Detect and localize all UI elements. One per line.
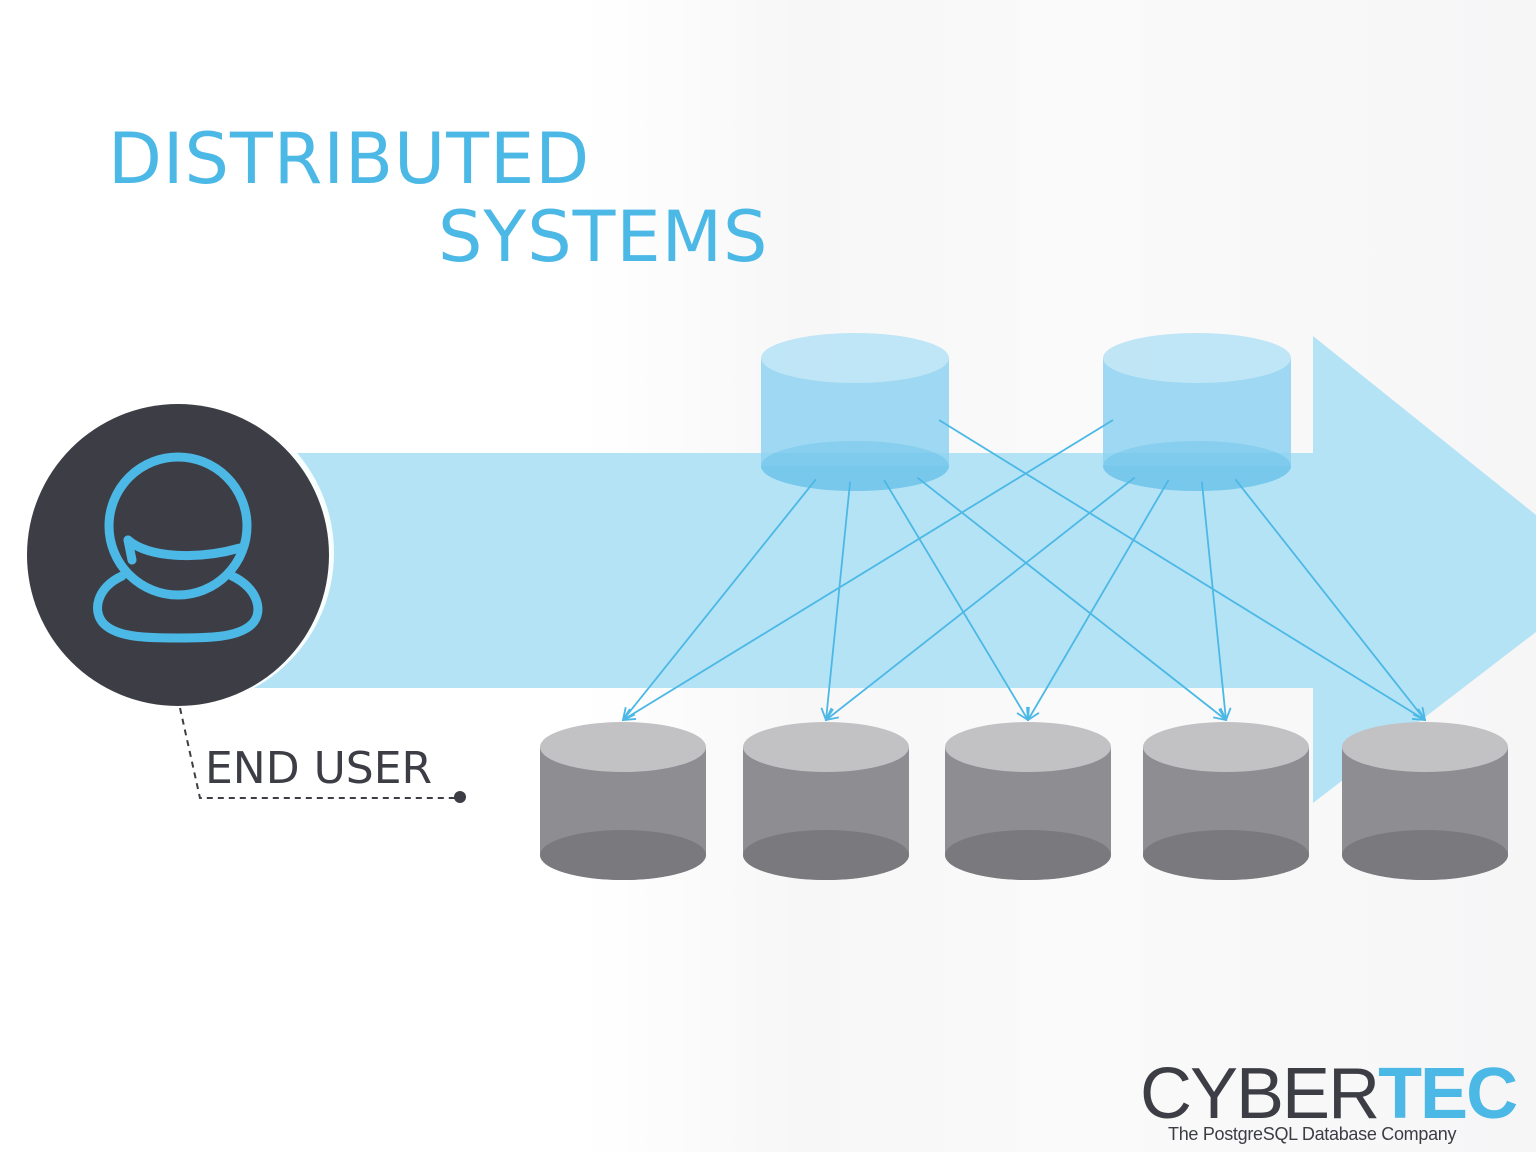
connection-coordinator-1-to-worker-5 (938, 419, 1425, 720)
user-icon (93, 452, 263, 643)
connection-lines (623, 419, 1425, 720)
callout-leader-line (179, 707, 460, 799)
connection-coordinator-2-to-worker-2 (826, 476, 1136, 720)
callout-dot (454, 791, 466, 803)
coordinator-1 (761, 333, 949, 491)
logo-wordmark: CYBERTEC (1140, 1058, 1518, 1130)
connection-coordinator-2-to-worker-5 (1234, 478, 1425, 720)
connection-coordinator-2-to-worker-4 (1200, 481, 1226, 720)
connection-coordinator-1-to-worker-3 (883, 479, 1028, 720)
title-line-2: SYSTEMS (438, 196, 769, 278)
connection-coordinator-2-to-worker-1 (623, 419, 1114, 720)
connection-coordinator-1-to-worker-1 (623, 478, 817, 720)
connection-coordinator-2-to-worker-3 (1028, 479, 1170, 720)
end-user-label: END USER (205, 743, 432, 794)
worker-4 (1143, 722, 1309, 880)
connection-coordinator-1-to-worker-4 (916, 476, 1226, 720)
cybertec-logo: CYBERTEC The PostgreSQL Database Company (1140, 1058, 1518, 1148)
end-user-avatar (26, 399, 334, 707)
coordinator-databases (761, 333, 1291, 491)
worker-databases (540, 722, 1508, 880)
end-user-callout: END USER (179, 707, 466, 803)
worker-5 (1342, 722, 1508, 880)
logo-wordmark-part-2: TEC (1378, 1054, 1518, 1134)
coordinator-2 (1103, 333, 1291, 491)
connection-coordinator-1-to-worker-2 (826, 481, 852, 720)
flow-arrow (170, 336, 1536, 803)
worker-1 (540, 722, 706, 880)
title-line-1: DISTRIBUTED (108, 118, 591, 200)
worker-2 (743, 722, 909, 880)
logo-tagline: The PostgreSQL Database Company (1168, 1124, 1457, 1144)
logo-wordmark-part-1: CYBER (1140, 1054, 1380, 1134)
worker-3 (945, 722, 1111, 880)
